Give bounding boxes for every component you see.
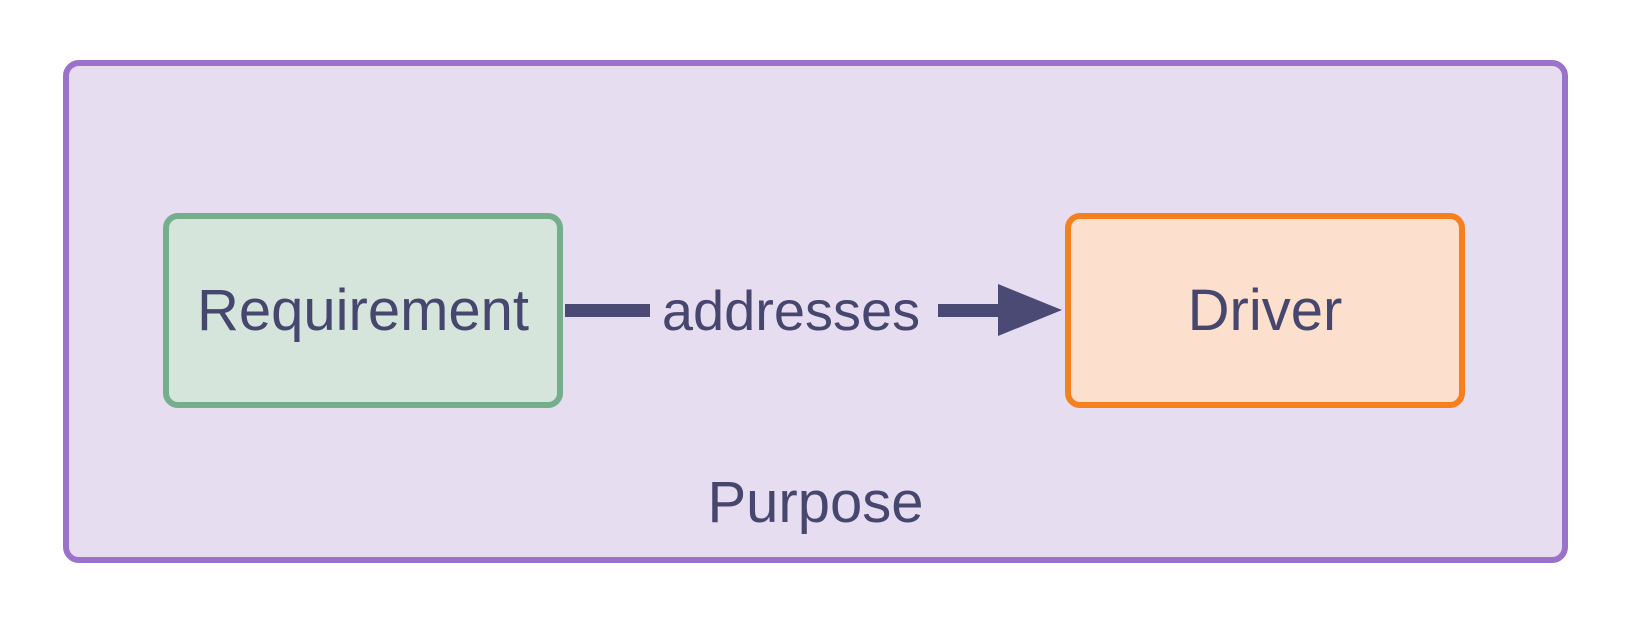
edge-label-addresses: addresses: [661, 279, 921, 342]
node-requirement-label: Requirement: [196, 277, 530, 343]
arrow-right-icon: [998, 284, 1062, 336]
edge-line-right: [938, 304, 998, 317]
node-requirement: Requirement: [163, 213, 563, 408]
edge-line-left: [565, 304, 650, 317]
node-driver-label: Driver: [1187, 277, 1343, 343]
node-driver: Driver: [1065, 213, 1465, 408]
purpose-label: Purpose: [707, 470, 924, 535]
purpose-container: Requirement addresses Driver Purpose: [63, 60, 1568, 563]
